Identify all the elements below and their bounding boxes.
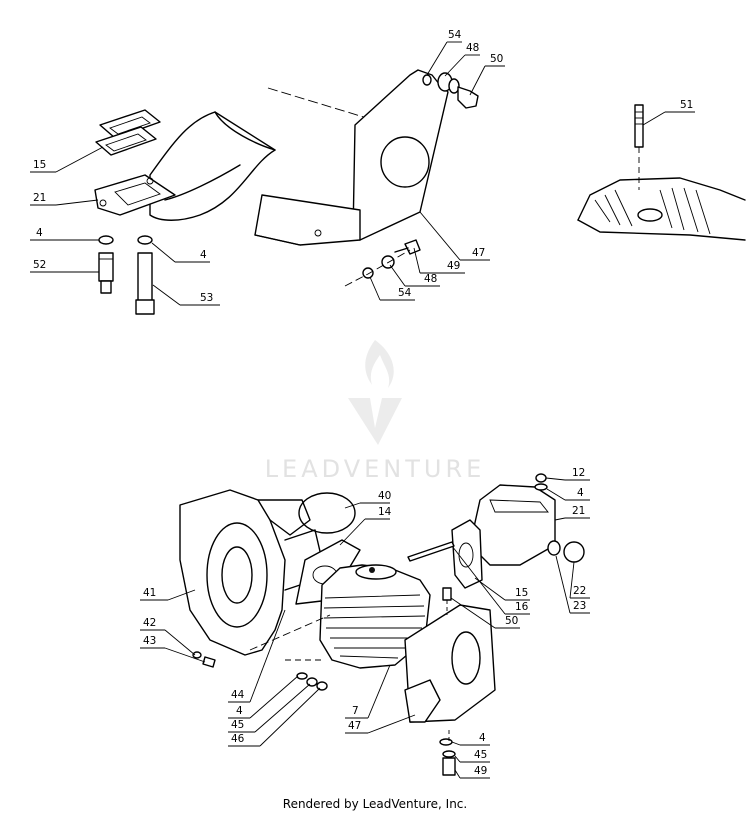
callout-45: 45 [474,749,487,761]
callout-16: 16 [515,601,529,613]
callout-48: 48 [466,42,479,54]
callout-14: 14 [378,506,392,518]
callout-44: 44 [231,689,245,701]
callout-46: 46 [231,733,245,745]
callout-4: 4 [479,732,486,744]
callout-4: 4 [577,487,584,499]
callout-54: 54 [448,29,462,41]
callout-15: 15 [515,587,528,599]
callout-4: 4 [236,705,243,717]
callout-52: 52 [33,259,46,271]
callout-22: 22 [573,585,586,597]
callout-12: 12 [572,467,585,479]
callout-53: 53 [200,292,213,304]
callout-leaders [30,41,695,779]
callout-50: 50 [505,615,518,627]
watermark-text: LEADVENTURE [265,455,486,483]
callout-47: 47 [348,720,361,732]
callout-15: 15 [33,159,46,171]
callout-21: 21 [572,505,585,517]
callout-21: 21 [33,192,46,204]
callout-47: 47 [472,247,485,259]
cylinder-shroud-assembly [254,69,479,287]
callout-45: 45 [231,719,244,731]
callout-50: 50 [490,53,503,65]
callout-23: 23 [573,600,586,612]
intake-manifold-assembly [94,109,276,315]
footer-credit: Rendered by LeadVenture, Inc. [282,797,468,811]
callout-48: 48 [424,273,437,285]
callout-4: 4 [200,249,207,261]
callout-41: 41 [143,587,156,599]
callout-49: 49 [447,260,460,272]
callout-4: 4 [36,227,43,239]
callout-43: 43 [143,635,156,647]
callout-42: 42 [143,617,156,629]
callout-7: 7 [352,705,359,717]
callout-51: 51 [680,99,693,111]
callout-49: 49 [474,765,487,777]
callout-40: 40 [378,490,391,502]
callout-54: 54 [398,287,412,299]
callout-labels: 54 48 50 51 15 21 4 4 52 53 47 49 48 54 … [33,29,693,777]
cylinder-head-stud-assembly [577,104,746,241]
engine-cylinder-assembly [179,473,585,776]
watermark-logo: LEADVENTURE [265,340,486,483]
